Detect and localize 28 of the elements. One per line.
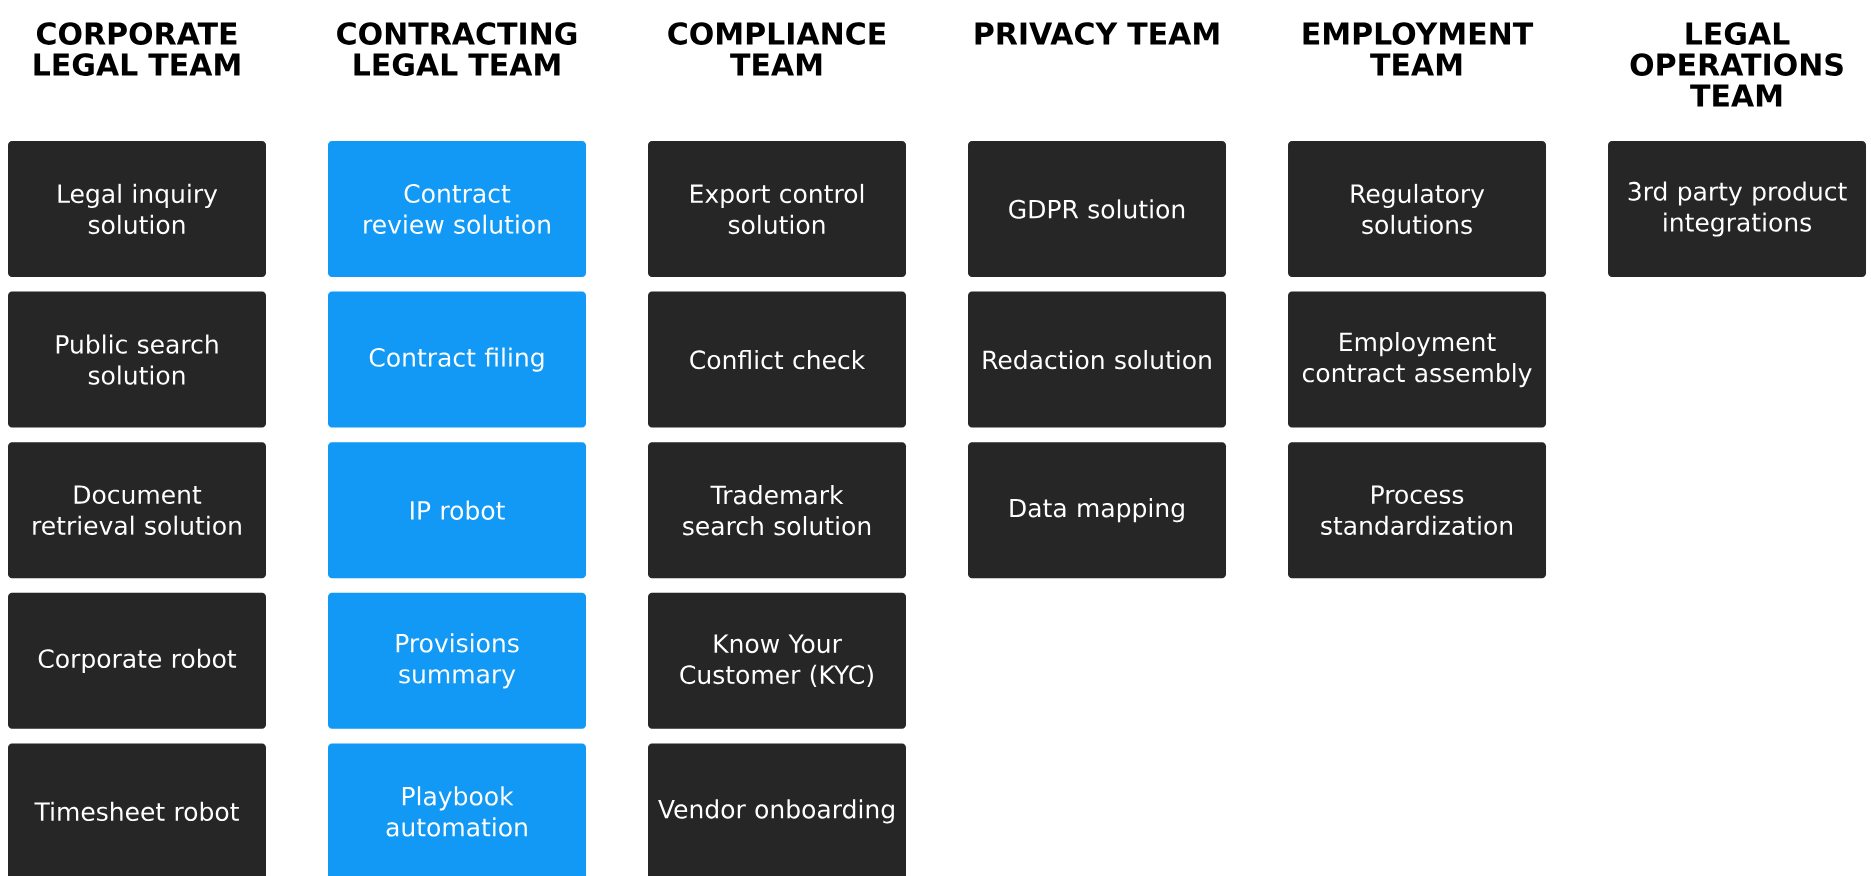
solution-box: Contract review solution	[328, 141, 586, 277]
solution-box: Legal inquiry solution	[8, 141, 266, 277]
column-heading: CORPORATE LEGAL TEAM	[34, 22, 240, 76]
solution-box: Process standardization	[1288, 442, 1546, 579]
solution-box: Playbook automation	[328, 743, 586, 876]
solution-box: Trademark search solution	[648, 442, 906, 579]
solution-box: Employment contract assembly	[1288, 291, 1546, 428]
solution-box: IP robot	[328, 442, 586, 579]
column-heading: PRIVACY TEAM	[975, 22, 1219, 45]
column-heading: LEGAL OPERATIONS TEAM	[1630, 22, 1843, 107]
solution-box: Export control solution	[648, 141, 906, 277]
solution-box: 3rd party product integrations	[1608, 141, 1866, 277]
solution-box: Contract filing	[328, 291, 586, 428]
solution-box: Timesheet robot	[8, 743, 266, 876]
solution-box: Data mapping	[968, 442, 1226, 579]
solution-box: Regulatory solutions	[1288, 141, 1546, 277]
column-heading: CONTRACTING LEGAL TEAM	[337, 22, 577, 76]
solution-box: Provisions summary	[328, 592, 586, 729]
solution-box: Public search solution	[8, 291, 266, 428]
column-heading: EMPLOYMENT TEAM	[1303, 22, 1534, 76]
solution-box: Vendor onboarding	[648, 743, 906, 876]
solution-box: GDPR solution	[968, 141, 1226, 277]
solution-box: Redaction solution	[968, 291, 1226, 428]
column-heading: COMPLIANCE TEAM	[668, 22, 886, 76]
solution-box: Document retrieval solution	[8, 442, 266, 579]
solution-box: Conflict check	[648, 291, 906, 428]
solution-box: Know Your Customer (KYC)	[648, 592, 906, 729]
solution-box: Corporate robot	[8, 592, 266, 729]
